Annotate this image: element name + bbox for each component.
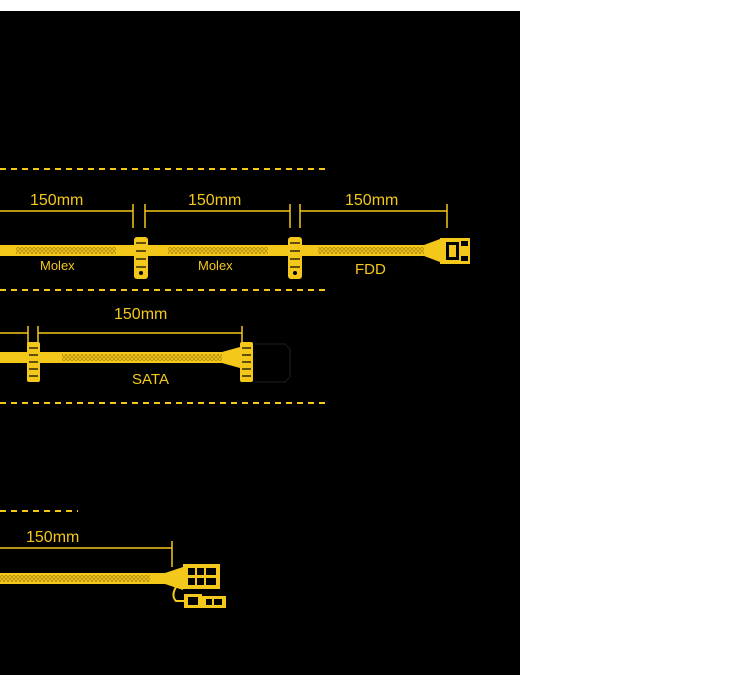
connector-label-molex-2: Molex [198, 258, 233, 273]
cable-segment-molex-2 [148, 245, 288, 256]
molex-connector-icon [134, 237, 148, 279]
cable-segment-sata [0, 347, 242, 368]
pcie-connector-icon [183, 564, 220, 589]
diagram-background [0, 11, 520, 675]
cable-segment-bottom [0, 567, 183, 590]
length-label-bottom: 150mm [26, 529, 79, 546]
dimension-line-fdd [299, 204, 448, 228]
dimension-line-molex-2 [144, 204, 291, 228]
length-label-sata: 150mm [114, 306, 167, 323]
connector-label-molex-1: Molex [40, 258, 75, 273]
connector-label-sata: SATA [132, 371, 169, 388]
sata-connector-outline [255, 343, 291, 383]
sata-connector-icon [27, 342, 40, 382]
cable-diagram: 150mm 150mm 150mm Molex Molex FD [0, 168, 470, 608]
dimension-line-sata [0, 326, 243, 345]
length-label-molex-2: 150mm [188, 192, 241, 209]
cable-segment-molex-1 [0, 245, 134, 256]
sata-connector-icon [240, 342, 253, 382]
cable-segment-fdd [302, 239, 440, 262]
length-label-molex-1: 150mm [30, 192, 83, 209]
fdd-connector-icon [440, 238, 470, 264]
dimension-line-bottom [0, 541, 173, 567]
dimension-line-molex-1 [0, 204, 134, 228]
molex-connector-icon [288, 237, 302, 279]
pcie-addon-connector-icon [172, 583, 226, 608]
length-label-fdd: 150mm [345, 192, 398, 209]
connector-label-fdd: FDD [355, 261, 386, 278]
